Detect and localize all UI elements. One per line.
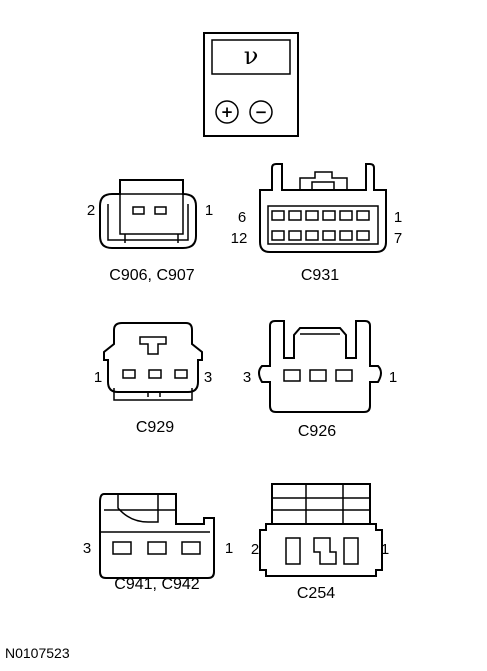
connector-c929: 1 3 C929 <box>94 322 212 436</box>
c941-pin-1: 1 <box>225 540 233 557</box>
connector-c906: 2 1 C906, C907 <box>87 179 213 284</box>
connector-c931: 6 12 1 7 C931 <box>231 163 402 284</box>
meter-plus-label: + <box>221 103 234 121</box>
c931-pin-row-top <box>271 210 370 221</box>
c931-pin-6: 6 <box>238 209 246 226</box>
c254-pin-1: 1 <box>381 541 389 558</box>
meter-minus-label: − <box>255 103 268 121</box>
multimeter-icon: ν + − <box>203 32 299 137</box>
c931-pin-7: 7 <box>394 230 402 247</box>
figure-id: N0107523 <box>5 645 70 661</box>
c941-label: C941, C942 <box>114 576 199 593</box>
c929-pin-1: 1 <box>94 369 102 386</box>
c254-pin-2: 2 <box>251 541 259 558</box>
c906-label: C906, C907 <box>109 267 194 284</box>
c941-pin-3: 3 <box>83 540 91 557</box>
c931-pin-row-bottom <box>271 230 370 241</box>
c926-pin-3: 3 <box>243 369 251 386</box>
c926-label: C926 <box>298 423 336 440</box>
c931-label: C931 <box>301 267 339 284</box>
connector-c941: 3 1 C941, C942 <box>83 493 233 593</box>
c931-pin-12: 12 <box>231 230 248 247</box>
c929-pin-3: 3 <box>204 369 212 386</box>
c926-pin-1: 1 <box>389 369 397 386</box>
c254-label: C254 <box>297 585 335 602</box>
connector-c926: 3 1 C926 <box>243 320 397 440</box>
c906-pin-2: 2 <box>87 202 95 219</box>
c906-pin-1: 1 <box>205 202 213 219</box>
c929-label: C929 <box>136 419 174 436</box>
c931-pin-1: 1 <box>394 209 402 226</box>
connector-c254: 2 1 C254 <box>251 483 389 602</box>
meter-symbol: ν <box>244 42 259 70</box>
